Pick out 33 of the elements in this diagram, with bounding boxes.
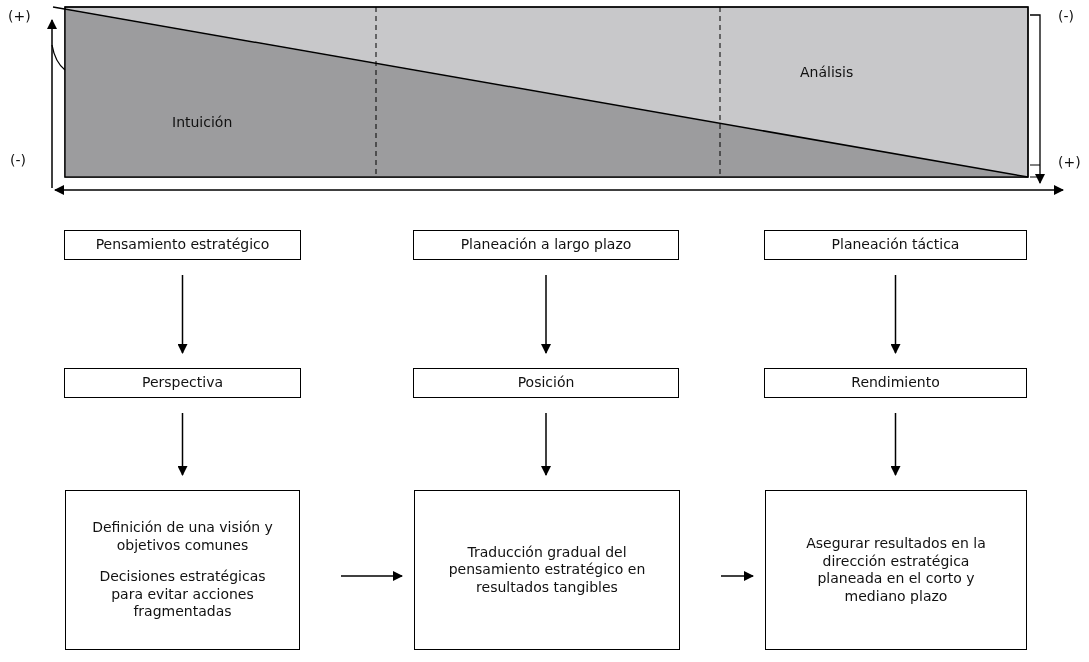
arrow <box>541 412 551 476</box>
drawing-label: Análisis <box>800 64 854 80</box>
process-box <box>413 368 679 398</box>
box-text: Rendimiento <box>851 374 940 392</box>
process-box <box>64 368 301 398</box>
box-text: Perspectiva <box>141 374 223 392</box>
box-text: Asegurar resultados en la dirección estratégica planeada en el corto y mediano plazo <box>805 535 987 605</box>
box-text: Planeación táctica <box>831 236 960 254</box>
process-box <box>764 230 1027 260</box>
arrow <box>890 412 901 476</box>
arrow <box>890 274 901 354</box>
box-text: Traducción gradual del pensamiento estratégico en resultados tangibles <box>447 543 647 597</box>
process-box <box>764 368 1027 398</box>
drawing-label: Intuición <box>172 114 233 130</box>
arrow <box>177 412 188 476</box>
box-text: Decisiones estratégicas para evitar acciones fragmentadas <box>98 568 267 621</box>
box-text: Pensamiento estratégico <box>95 236 270 254</box>
box-text: Planeación a largo plazo <box>460 236 632 254</box>
drawing-label: (+) <box>8 8 31 24</box>
process-box <box>765 490 1027 650</box>
arrow <box>720 571 754 581</box>
process-box <box>414 490 680 650</box>
process-box <box>64 230 301 260</box>
drawing-label: (+) <box>1058 154 1081 170</box>
process-box <box>65 490 300 650</box>
process-box <box>413 230 679 260</box>
box-text: Definición de una visión y objetivos comunes <box>92 519 273 555</box>
arrow <box>177 274 188 354</box>
drawing-label: (-) <box>10 152 26 168</box>
box-text: Posición <box>517 374 575 392</box>
arrow <box>340 571 403 581</box>
arrow <box>541 274 551 354</box>
drawing-label: (-) <box>1058 8 1074 24</box>
